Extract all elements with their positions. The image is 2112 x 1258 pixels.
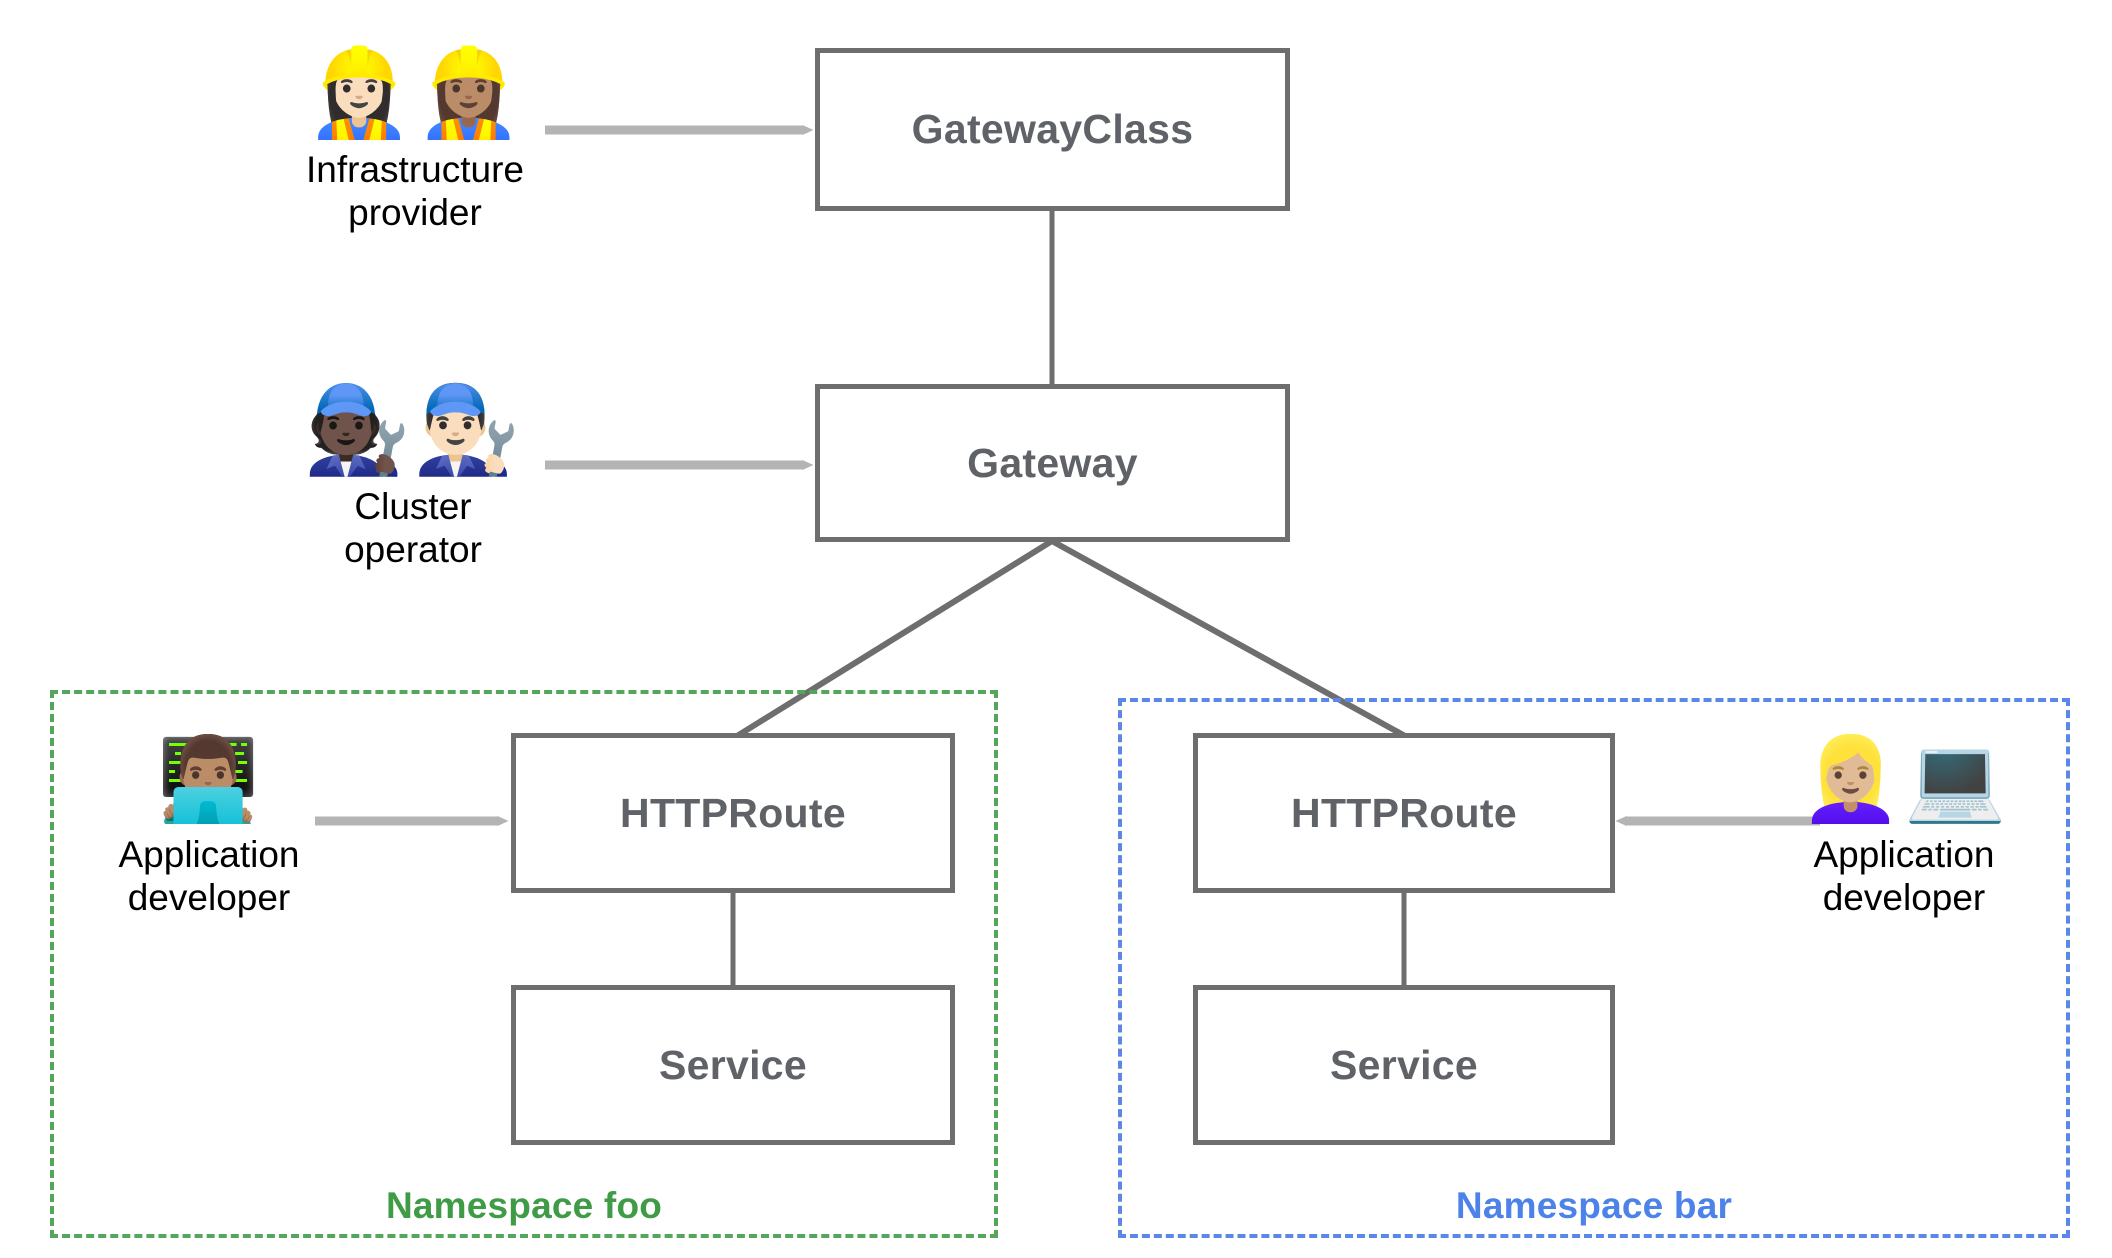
construction-worker-icon: 👷🏻‍♀️👷🏽‍♀️ <box>305 45 525 141</box>
woman-technologist-icon: 👱🏼‍♀️💻 <box>1799 734 2009 825</box>
node-gatewayclass-label: GatewayClass <box>911 106 1194 152</box>
node-httproute-foo[interactable]: HTTPRoute <box>511 733 955 893</box>
persona-application-developer-bar-label: Application developer <box>1813 833 1995 918</box>
namespace-bar-label: Namespace bar <box>1455 1185 1733 1226</box>
node-httproute-foo-label: HTTPRoute <box>620 789 846 836</box>
node-service-bar[interactable]: Service <box>1193 985 1615 1145</box>
persona-cluster-operator-label: Cluster operator <box>344 486 482 571</box>
node-service-bar-label: Service <box>1329 1041 1478 1088</box>
node-gateway-label: Gateway <box>967 439 1138 486</box>
persona-application-developer-bar: 👱🏼‍♀️💻 Application developer <box>1790 734 2018 920</box>
persona-infrastructure-provider: 👷🏻‍♀️👷🏽‍♀️ Infrastructure provider <box>270 45 560 235</box>
node-httproute-bar[interactable]: HTTPRoute <box>1193 733 1615 893</box>
namespace-bar-boundary <box>1118 698 2070 1238</box>
namespace-foo-boundary <box>50 690 998 1238</box>
node-gatewayclass[interactable]: GatewayClass <box>815 48 1290 211</box>
namespace-foo-label: Namespace foo <box>385 1185 663 1226</box>
persona-application-developer-foo-label: Application developer <box>118 833 300 918</box>
node-gateway[interactable]: Gateway <box>815 384 1290 542</box>
node-service-foo[interactable]: Service <box>511 985 955 1145</box>
persona-application-developer-foo: 👨🏽‍💻 Application developer <box>95 734 323 920</box>
man-technologist-icon: 👨🏽‍💻 <box>156 734 262 825</box>
persona-infrastructure-provider-label: Infrastructure provider <box>306 149 524 234</box>
node-httproute-bar-label: HTTPRoute <box>1291 789 1517 836</box>
node-service-foo-label: Service <box>658 1041 807 1088</box>
persona-cluster-operator: 🧑🏿‍🔧👨🏻‍🔧 Cluster operator <box>268 382 558 572</box>
mechanic-icon: 🧑🏿‍🔧👨🏻‍🔧 <box>303 382 523 478</box>
